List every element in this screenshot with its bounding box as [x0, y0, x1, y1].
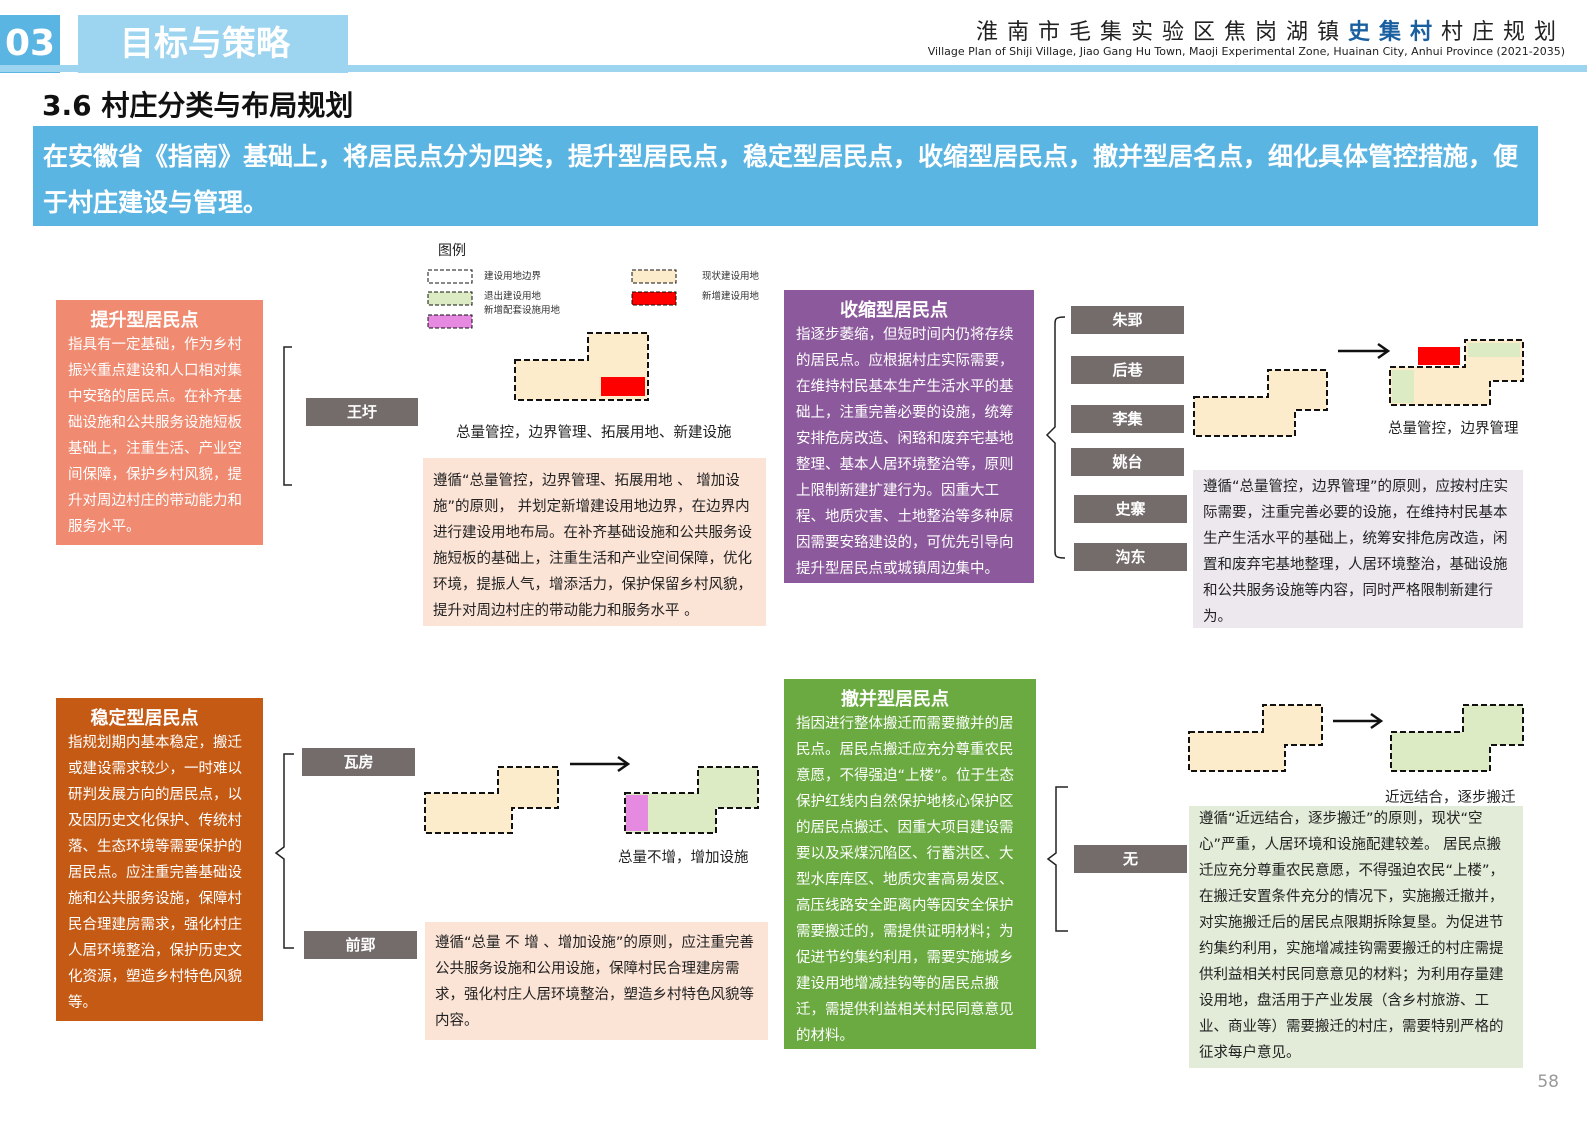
village-tag[interactable]: 无: [1074, 845, 1187, 873]
village-tag[interactable]: 姚台: [1071, 448, 1184, 476]
merge-desc: 指因进行整体搬迁而需要撤并的居民点。居民点搬迁应充分尊重农民意愿，不得强迫“上楼…: [796, 716, 1015, 1044]
upgrade-title: 提升型居民点: [90, 310, 199, 331]
village-tag[interactable]: 李集: [1071, 405, 1184, 433]
document-title-en: Village Plan of Shiji Village, Jiao Gang…: [927, 45, 1565, 58]
page-heading: 3.6 村庄分类与布局规划: [42, 89, 354, 122]
shrink-desc: 指逐步萎缩，但短时间内仍将存续的居民点。应根据村庄实际需要，在维持村民基本生产生…: [796, 327, 1014, 577]
legend-title: 图例: [438, 243, 466, 259]
village-tag[interactable]: 史寨: [1074, 495, 1187, 523]
shrink-caption: 总量管控，边界管理: [1388, 421, 1519, 437]
shrink-strategy: 遵循“总量管控，边界管理”的原则，应按村庄实际需要，注重完善必要的设施，在维持村…: [1193, 470, 1523, 628]
shrink-title: 收缩型居民点: [840, 300, 948, 321]
merge-title: 撤并型居民点: [841, 689, 949, 710]
stable-caption: 总量不增，增加设施: [618, 850, 749, 866]
title-suffix: 村庄规划: [1440, 20, 1565, 45]
legend-label: 建设用地边界: [484, 271, 542, 282]
stable-title: 稳定型居民点: [90, 708, 199, 729]
village-tag[interactable]: 后巷: [1071, 356, 1184, 384]
legend-label: 退出建设用地: [484, 291, 542, 302]
upgrade-desc: 指具有一定基础，作为乡村振兴重点建设和人口相对集中安臵的居民点。在补齐基础设施和…: [68, 337, 242, 535]
bracket-icon: [274, 753, 294, 949]
stable-card: 稳定型居民点 指规划期内基本稳定，搬迁或建设需求较少，一时难以研判发展方向的居民…: [56, 698, 263, 1021]
shrink-diagram: [1193, 339, 1524, 437]
legend-facility-swatch: [427, 314, 473, 329]
stable-desc: 指规划期内基本稳定，搬迁或建设需求较少，一时难以研判发展方向的居民点，以及因历史…: [68, 735, 242, 1011]
header-divider: [0, 65, 1587, 72]
title-village: 史集村: [1347, 19, 1441, 45]
summary-banner: 在安徽省《指南》基础上，将居民点分为四类，提升型居民点，稳定型居民点，收缩型居民…: [33, 126, 1538, 226]
legend-swatches: [427, 269, 677, 329]
upgrade-card: 提升型居民点 指具有一定基础，作为乡村振兴重点建设和人口相对集中安臵的居民点。在…: [56, 300, 263, 545]
legend-existing-swatch: [631, 269, 677, 284]
village-tag[interactable]: 王圩: [306, 398, 418, 426]
document-title-cn: 淮南市毛集实验区焦岗湖镇史集村村庄规划: [976, 14, 1565, 46]
merge-strategy: 遵循“近远结合，逐步搬迁”的原则，现状“空心”严重，人居环境和设施配建较差。 居…: [1189, 806, 1523, 1068]
legend-label: 现状建设用地: [702, 271, 760, 282]
section-number: 03: [0, 15, 60, 73]
village-tag[interactable]: 朱郢: [1071, 306, 1184, 334]
bracket-icon: [283, 346, 292, 486]
legend-new-swatch: [631, 291, 677, 306]
legend-label: 新增配套设施用地: [484, 305, 561, 316]
page-number: 58: [1537, 1072, 1559, 1092]
legend-label: 新增建设用地: [702, 291, 760, 302]
village-tag[interactable]: 前郢: [304, 931, 417, 959]
upgrade-strategy: 遵循“总量管控，边界管理、拓展用地 、 增加设施”的原则， 并划定新增建设用地边…: [423, 458, 766, 626]
shrink-card: 收缩型居民点 指逐步萎缩，但短时间内仍将存续的居民点。应根据村庄实际需要，在维持…: [784, 290, 1034, 583]
merge-card: 撤并型居民点 指因进行整体搬迁而需要撤并的居民点。居民点搬迁应充分尊重农民意愿，…: [784, 679, 1036, 1049]
merge-caption: 近远结合，逐步搬迁: [1385, 790, 1516, 806]
upgrade-diagram: [514, 332, 649, 401]
legend-exit-swatch: [427, 291, 473, 306]
village-tag[interactable]: 沟东: [1074, 543, 1187, 571]
bracket-icon: [1045, 316, 1066, 559]
legend-boundary-swatch: [427, 269, 473, 284]
stable-diagram: [424, 755, 759, 834]
stable-strategy: 遵循“总量 不 增 、增加设施”的原则，应注重完善公共服务设施和公用设施，保障村…: [425, 922, 768, 1040]
bracket-icon: [1046, 786, 1068, 932]
section-title: 目标与策略: [78, 15, 348, 73]
upgrade-caption: 总量管控，边界管理、拓展用地、新建设施: [456, 425, 732, 441]
merge-diagram: [1188, 704, 1524, 772]
title-prefix: 淮南市毛集实验区焦岗湖镇: [975, 20, 1348, 45]
village-tag[interactable]: 瓦房: [302, 748, 415, 776]
